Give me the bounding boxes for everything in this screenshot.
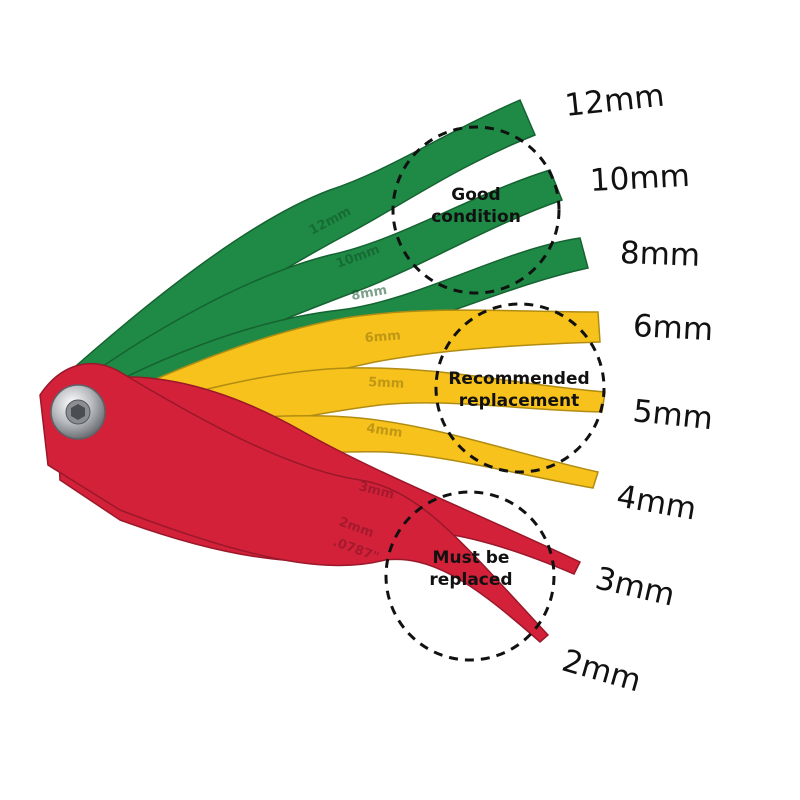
emboss-8mm: 8mm <box>350 283 388 304</box>
pivot-bolt <box>50 384 106 440</box>
size-label-6mm: 6mm <box>632 308 714 349</box>
zone-recommended-line2: replacement <box>458 391 580 411</box>
red-blades <box>39 363 582 643</box>
emboss-4mm: 4mm <box>365 421 403 441</box>
emboss-6mm: 6mm <box>364 329 401 346</box>
good-condition-circle <box>391 125 561 295</box>
emboss-5mm: 5mm <box>368 375 405 392</box>
size-label-8mm: 8mm <box>619 235 701 274</box>
zone-must-line2: replaced <box>429 570 513 590</box>
zone-good-line2: condition <box>431 207 521 227</box>
zone-label-good-condition: Good condition <box>426 184 526 228</box>
zone-label-recommended-replacement: Recommended replacement <box>434 368 604 412</box>
zone-recommended-line1: Recommended <box>448 369 590 389</box>
gauge-blade-2mm <box>39 363 550 643</box>
zone-label-must-be-replaced: Must be replaced <box>416 547 526 591</box>
recommended-replacement-circle <box>434 302 606 474</box>
must-be-replaced-circle <box>384 490 556 662</box>
size-label-10mm: 10mm <box>589 157 691 199</box>
zone-good-line1: Good <box>451 185 501 205</box>
zone-must-line1: Must be <box>432 548 510 568</box>
